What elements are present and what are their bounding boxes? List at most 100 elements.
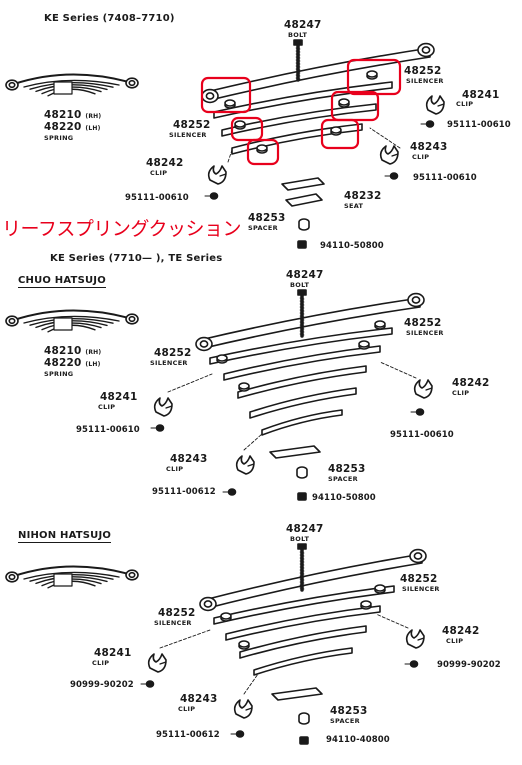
japanese-annotation: リーフスプリングクッション bbox=[2, 218, 241, 240]
rear-eye-1 bbox=[417, 42, 435, 58]
bolt-number-r-2: 95111-00610 bbox=[390, 430, 454, 440]
clip-name-r-2: CLIP bbox=[452, 389, 470, 397]
leader-clip-r2-1 bbox=[369, 127, 401, 149]
clip-name-l1-2: CLIP bbox=[98, 403, 116, 411]
nut-3 bbox=[299, 736, 309, 745]
silencer-r-c-1-top bbox=[330, 126, 342, 134]
main-leaf-2 bbox=[199, 297, 421, 350]
nut-1 bbox=[297, 240, 307, 249]
silencer-part-l-2: 48252 bbox=[154, 347, 192, 359]
center-bolt-3-thread bbox=[299, 584, 305, 587]
section-title-ke-te: KE Series (7710— ), TE Series bbox=[50, 253, 223, 264]
center-bolt-3-thread bbox=[299, 569, 305, 572]
leaf-2-3 bbox=[213, 585, 395, 625]
bolt-name-3: BOLT bbox=[290, 535, 310, 543]
center-bolt-1-thread bbox=[295, 62, 301, 65]
spacer-2 bbox=[296, 466, 308, 479]
clip-l2-3 bbox=[233, 699, 253, 719]
bolt-name-2: BOLT bbox=[290, 281, 310, 289]
clip-r1-bolt-1 bbox=[425, 120, 435, 128]
clip-name-r2-1: CLIP bbox=[412, 153, 430, 161]
spring-thumbnail-2-eye-rear-hole bbox=[128, 315, 136, 323]
center-bolt-2-thread bbox=[299, 327, 305, 330]
spacer-name-1: SPACER bbox=[248, 224, 278, 232]
clip-l1-3-tab bbox=[159, 661, 167, 665]
front-eye-3 bbox=[199, 596, 217, 612]
spring-thumbnail-2-main bbox=[13, 309, 130, 321]
main-leaf-1 bbox=[205, 47, 431, 102]
center-bolt-3-thread bbox=[299, 578, 305, 581]
center-bolt-1-thread bbox=[295, 47, 301, 50]
clip-l2-bolt-2 bbox=[227, 488, 237, 496]
silencer-r-b-1-top bbox=[338, 98, 350, 106]
clip-r1-1-tab bbox=[437, 103, 445, 107]
highlight-boxes bbox=[200, 58, 402, 166]
spring-thumbnail-3-eye-front-hole bbox=[8, 573, 16, 581]
clip-l2-2 bbox=[235, 455, 255, 475]
silencer-name-r-3: SILENCER bbox=[402, 585, 440, 593]
silencer-r-a-3-top bbox=[374, 584, 386, 592]
clip-part-l2-3: 48243 bbox=[180, 693, 218, 705]
spring-thumbnail-3-eye-rear bbox=[125, 569, 139, 581]
clip-name-l2-3: CLIP bbox=[178, 705, 196, 713]
clip-r-3-tab bbox=[417, 637, 425, 641]
spring-thumbnail-3-eye-rear-hole bbox=[128, 571, 136, 579]
silencer-name-l-3: SILENCER bbox=[154, 619, 192, 627]
spring-part-lh-1: 48220 (LH) bbox=[44, 121, 101, 133]
leader-clip-l-1 bbox=[227, 149, 233, 163]
spacer-plate-2 bbox=[269, 445, 321, 459]
clip-r2-bolt-1 bbox=[389, 172, 399, 180]
silencer-part-l-1: 48252 bbox=[173, 119, 211, 131]
spring-thumbnail-1-leaf bbox=[23, 79, 120, 88]
spring-thumbnail-3-clamp bbox=[53, 573, 73, 587]
spring-thumbnail-3-eye-front bbox=[5, 571, 19, 583]
silencer-l-a-3-top bbox=[220, 612, 232, 620]
clip-part-l2-2: 48243 bbox=[170, 453, 208, 465]
spring-name-1: SPRING bbox=[44, 134, 74, 142]
bolt-part-1: 48247 bbox=[284, 19, 322, 31]
highlight-box-5 bbox=[320, 118, 360, 150]
center-bolt-1-thread bbox=[295, 74, 301, 77]
clip-l1-2 bbox=[153, 397, 173, 417]
center-bolt-1-thread bbox=[295, 59, 301, 62]
seat-lower-1 bbox=[285, 193, 323, 207]
center-bolt-2-thread bbox=[299, 318, 305, 321]
spring-thumbnail-3-leaf bbox=[23, 571, 120, 580]
seat-name-1: SEAT bbox=[344, 202, 364, 210]
highlight-box-4 bbox=[230, 116, 264, 142]
center-bolt-3-thread bbox=[299, 566, 305, 569]
silencer-name-r-2: SILENCER bbox=[406, 329, 444, 337]
spacer-1 bbox=[298, 218, 310, 231]
bolt-number-l1-2: 95111-00610 bbox=[76, 425, 140, 435]
clip-part-r2-1: 48243 bbox=[410, 141, 448, 153]
clip-l1-bolt-3 bbox=[145, 680, 155, 688]
center-bolt-3-thread bbox=[299, 551, 305, 554]
spacer-name-2: SPACER bbox=[328, 475, 358, 483]
center-bolt-1-thread bbox=[295, 53, 301, 56]
nut-number-2: 94110-50800 bbox=[312, 493, 376, 503]
silencer-l-b-3-top bbox=[238, 640, 250, 648]
leader-clip-l1-2 bbox=[167, 373, 213, 393]
center-bolt-2-thread bbox=[299, 297, 305, 300]
center-bolt-2-thread bbox=[299, 300, 305, 303]
spacer-3 bbox=[298, 712, 310, 725]
center-bolt-2-thread bbox=[299, 306, 305, 309]
rear-eye-3 bbox=[409, 548, 427, 564]
maker-chuo-hatsujo: CHUO HATSUJO bbox=[18, 275, 106, 288]
clip-r-2-tab bbox=[425, 387, 433, 391]
clip-r-bolt-2 bbox=[415, 408, 425, 416]
clip-name-l2-2: CLIP bbox=[166, 465, 184, 473]
seat-1 bbox=[281, 177, 325, 191]
rear-eye-2 bbox=[407, 292, 425, 308]
silencer-part-r-1: 48252 bbox=[404, 65, 442, 77]
center-bolt-3-thread bbox=[299, 587, 305, 590]
center-bolt-1-thread bbox=[295, 65, 301, 68]
highlight-box-1 bbox=[200, 76, 252, 114]
center-bolt-2-thread bbox=[299, 312, 305, 315]
center-bolt-3-thread bbox=[299, 560, 305, 563]
clip-part-r1-1: 48241 bbox=[462, 89, 500, 101]
spacer-part-1: 48253 bbox=[248, 212, 286, 224]
clip-r-2 bbox=[413, 379, 433, 399]
